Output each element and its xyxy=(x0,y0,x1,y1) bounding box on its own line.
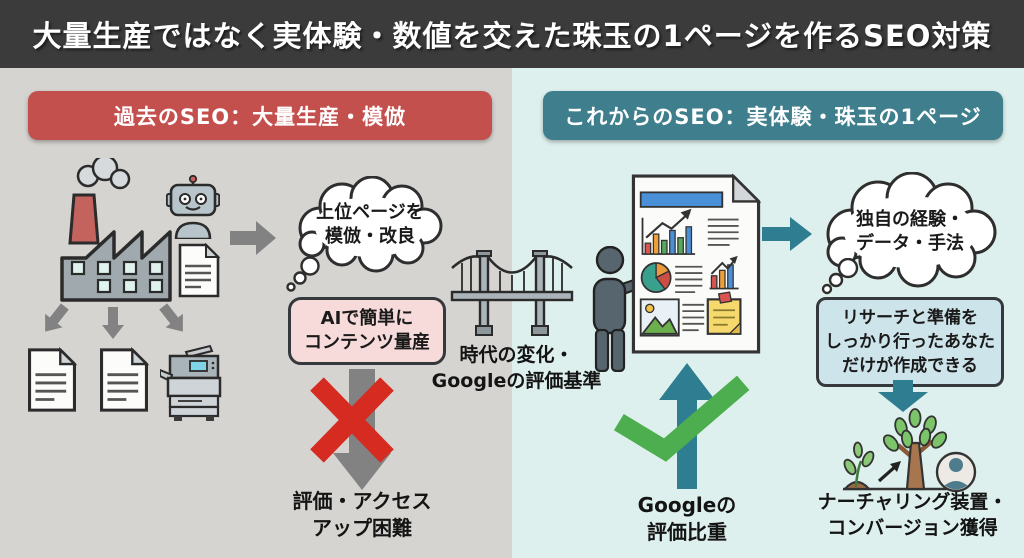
nurturing-tree-icon xyxy=(835,405,985,497)
past-result-text: 評価・アクセス アップ困難 xyxy=(292,489,432,540)
copier-icon xyxy=(160,344,228,422)
research-box-text: リサーチと準備を しっかり行ったあなた だけが作成できる xyxy=(825,307,995,377)
right-arrow-icon xyxy=(762,214,812,254)
copied-document-icon xyxy=(26,346,78,414)
original-experience-bubble: 独自の経験・ データ・手法 xyxy=(812,172,1008,292)
down-arrow-icon xyxy=(878,380,928,412)
ai-box-text: AIで簡単に コンテンツ量産 xyxy=(304,307,430,353)
robot-icon xyxy=(166,175,220,239)
check-icon xyxy=(612,372,752,472)
google-weight-text: Googleの 評価比重 xyxy=(637,493,737,544)
factory-icon xyxy=(58,158,178,303)
bridge-icon xyxy=(450,246,574,340)
red-x-icon xyxy=(306,376,398,464)
ai-mass-production-box: AIで簡単に コンテンツ量産 xyxy=(288,297,446,365)
bubble-trail-icon xyxy=(284,256,320,296)
original-experience-text: 独自の経験・ データ・手法 xyxy=(856,208,964,254)
page-title-text: 大量生産ではなく実体験・数値を交えた珠玉の1ページを作るSEO対策 xyxy=(32,19,992,53)
nurturing-text: ナーチャリング装置・ コンバージョン獲得 xyxy=(817,491,1008,539)
future-seo-header-text: これからのSEO：実体験・珠玉の1ページ xyxy=(564,104,982,129)
document-icon xyxy=(177,242,221,299)
spread-arrow-right-icon xyxy=(154,300,191,339)
spread-arrow-middle-icon xyxy=(102,307,124,339)
imitation-bubble-text: 上位ページを 模倣・改良 xyxy=(316,201,424,247)
right-arrow-icon xyxy=(230,219,276,257)
bubble-trail-icon xyxy=(820,258,860,298)
report-document-icon xyxy=(628,172,764,356)
future-seo-header: これからのSEO：実体験・珠玉の1ページ xyxy=(543,91,1003,140)
past-seo-header-text: 過去のSEO：大量生産・模倣 xyxy=(113,104,407,129)
spread-arrow-left-icon xyxy=(36,300,73,339)
era-change-caption: 時代の変化・ Googleの評価基準 xyxy=(431,344,602,392)
imitation-thought-bubble: 上位ページを 模倣・改良 xyxy=(286,176,454,274)
copied-document-icon xyxy=(98,346,150,414)
page-title: 大量生産ではなく実体験・数値を交えた珠玉の1ページを作るSEO対策 xyxy=(0,0,1024,68)
past-seo-header: 過去のSEO：大量生産・模倣 xyxy=(28,91,492,140)
research-preparation-box: リサーチと準備を しっかり行ったあなた だけが作成できる xyxy=(816,297,1004,387)
